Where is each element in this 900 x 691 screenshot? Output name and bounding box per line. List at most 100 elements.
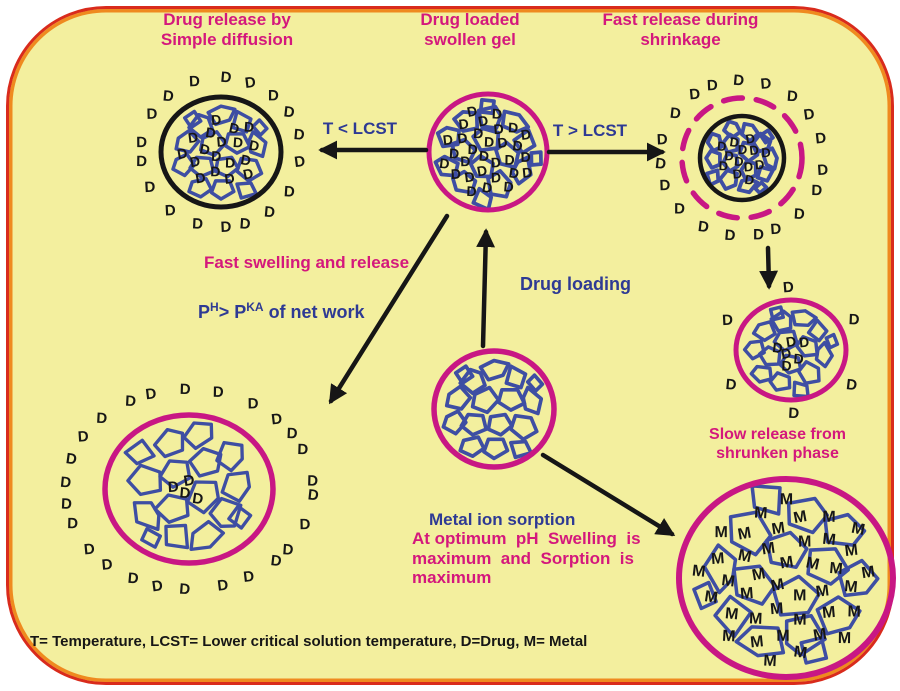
metal-letter: M bbox=[793, 643, 809, 662]
drug-letter: D bbox=[749, 142, 760, 158]
drug-letter: D bbox=[753, 226, 764, 243]
drug-letter: D bbox=[718, 158, 728, 173]
drug-letter: D bbox=[125, 393, 137, 411]
metal-letter: M bbox=[829, 560, 844, 578]
metal-letter: M bbox=[779, 554, 795, 573]
gel-boundary bbox=[676, 476, 896, 680]
drug-letter: D bbox=[286, 425, 298, 442]
drug-letter: D bbox=[743, 159, 753, 175]
title-line: shrunken phase bbox=[716, 444, 839, 462]
label-fast-release-shrinkage: Fast release during shrinkage bbox=[588, 10, 773, 50]
drug-letter: D bbox=[493, 120, 504, 137]
drug-letter: D bbox=[782, 279, 794, 297]
drug-letter: D bbox=[490, 154, 501, 170]
drug-letter: D bbox=[223, 170, 235, 187]
drug-letter: D bbox=[785, 333, 797, 350]
drug-letter: D bbox=[476, 162, 489, 180]
metal-letter: M bbox=[691, 562, 706, 580]
gel-boundary bbox=[697, 113, 787, 203]
drug-letter: D bbox=[307, 473, 318, 490]
drug-letter: D bbox=[520, 126, 532, 143]
metal-letter: M bbox=[860, 563, 876, 582]
metal-letter: M bbox=[751, 565, 767, 584]
drug-letter: D bbox=[465, 102, 478, 120]
metal-letter: M bbox=[736, 547, 752, 566]
title-line: Slow release from bbox=[709, 426, 846, 443]
metal-letter: M bbox=[822, 531, 837, 549]
gel-boundary bbox=[102, 412, 276, 566]
drug-letter: D bbox=[164, 202, 176, 220]
drug-letter: D bbox=[505, 152, 515, 168]
drug-letter: D bbox=[521, 149, 531, 165]
drug-letter: D bbox=[781, 357, 791, 373]
gel-boundary bbox=[158, 94, 284, 210]
drug-letter: D bbox=[481, 179, 494, 197]
drug-letter: D bbox=[270, 410, 283, 428]
drug-letter: D bbox=[689, 86, 701, 104]
label-metal-sorption-body: At optimum pH Swelling is maximum and So… bbox=[412, 529, 641, 588]
drug-letter: D bbox=[788, 405, 800, 423]
title-line: Drug loaded bbox=[420, 10, 520, 29]
drug-letter: D bbox=[786, 88, 798, 106]
drug-letter: D bbox=[654, 155, 667, 173]
drug-letter: D bbox=[65, 450, 78, 468]
metal-letter: M bbox=[749, 633, 764, 651]
drug-letter: D bbox=[464, 168, 476, 185]
drug-letter: D bbox=[733, 72, 745, 90]
drug-letter: D bbox=[659, 177, 671, 194]
label-fast-swelling-release: Fast swelling and release bbox=[204, 253, 410, 272]
drug-letter: D bbox=[283, 103, 296, 121]
drug-letter: D bbox=[225, 155, 235, 171]
metal-letter: M bbox=[763, 653, 777, 671]
drug-letter: D bbox=[497, 134, 509, 151]
ph-text: of net work bbox=[263, 302, 365, 322]
drug-letter: D bbox=[697, 218, 710, 236]
ph-text: > P bbox=[218, 302, 247, 322]
drug-letter: D bbox=[722, 312, 734, 330]
drug-letter: D bbox=[674, 200, 685, 217]
drug-letter: D bbox=[67, 515, 78, 532]
drug-letter: D bbox=[146, 106, 157, 123]
drug-letter: D bbox=[299, 516, 310, 533]
label-drug-loading: Drug loading bbox=[520, 274, 631, 294]
drug-letter: D bbox=[725, 376, 737, 394]
title-line: swollen gel bbox=[424, 30, 516, 50]
drug-letter: D bbox=[244, 74, 257, 92]
drug-letter: D bbox=[848, 311, 860, 328]
metal-letter: M bbox=[792, 508, 808, 527]
process-arrow bbox=[759, 245, 779, 290]
metal-letter: M bbox=[722, 628, 736, 646]
metal-letter: M bbox=[838, 630, 852, 647]
drug-letter: D bbox=[162, 87, 175, 105]
drug-letter: D bbox=[216, 133, 227, 150]
drug-letter: D bbox=[151, 577, 164, 595]
drug-letter: D bbox=[473, 125, 484, 141]
drug-letter: D bbox=[512, 137, 524, 154]
label-drug-release-diffusion: Drug release by Simple diffusion bbox=[127, 10, 327, 50]
drug-letter: D bbox=[460, 153, 470, 169]
gel-boundary bbox=[431, 348, 557, 470]
drug-letter: D bbox=[732, 166, 743, 182]
drug-letter: D bbox=[814, 129, 827, 147]
drug-letter: D bbox=[803, 105, 816, 123]
drug-letter: D bbox=[211, 111, 222, 127]
drug-letter: D bbox=[442, 131, 454, 148]
drug-letter: D bbox=[439, 155, 451, 172]
metal-letter: M bbox=[843, 578, 858, 596]
metal-letter: M bbox=[793, 612, 806, 629]
drug-letter: D bbox=[293, 153, 306, 171]
drug-letter: D bbox=[477, 112, 490, 129]
body-line: maximum and Sorption is bbox=[412, 548, 634, 568]
drug-letter: D bbox=[167, 478, 179, 496]
gel-boundary bbox=[733, 297, 849, 403]
drug-letter: D bbox=[145, 385, 158, 403]
label-t-less-lcst: T < LCST bbox=[322, 119, 398, 138]
title-line: Simple diffusion bbox=[160, 30, 294, 50]
metal-letter: M bbox=[703, 588, 719, 607]
drug-letter: D bbox=[242, 568, 255, 586]
label-drug-loaded-swollen-gel: Drug loaded swollen gel bbox=[380, 10, 560, 50]
metal-letter: M bbox=[737, 525, 753, 544]
metal-letter: M bbox=[847, 603, 861, 620]
